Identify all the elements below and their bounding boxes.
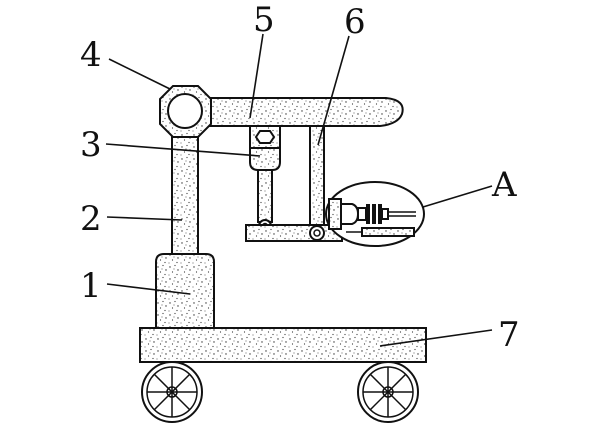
label-6: 6 bbox=[344, 2, 366, 42]
base-platform bbox=[139, 327, 427, 363]
left-wheel bbox=[141, 361, 203, 423]
hanger-assembly bbox=[249, 125, 281, 233]
right-wheel bbox=[357, 361, 419, 423]
label-5: 5 bbox=[253, 0, 275, 40]
label-a: A bbox=[491, 165, 517, 205]
rod-frame bbox=[245, 125, 343, 242]
lower-column-housing bbox=[155, 253, 215, 329]
label-2: 2 bbox=[80, 199, 102, 239]
joint-hub bbox=[159, 85, 212, 138]
vertical-pole bbox=[171, 129, 199, 255]
label-4: 4 bbox=[80, 35, 102, 75]
label-1: 1 bbox=[80, 266, 102, 306]
detail-a-circle bbox=[325, 181, 425, 247]
top-arm bbox=[197, 97, 404, 127]
label-7: 7 bbox=[498, 315, 520, 355]
leader-lines bbox=[105, 33, 493, 347]
label-3: 3 bbox=[80, 125, 102, 165]
